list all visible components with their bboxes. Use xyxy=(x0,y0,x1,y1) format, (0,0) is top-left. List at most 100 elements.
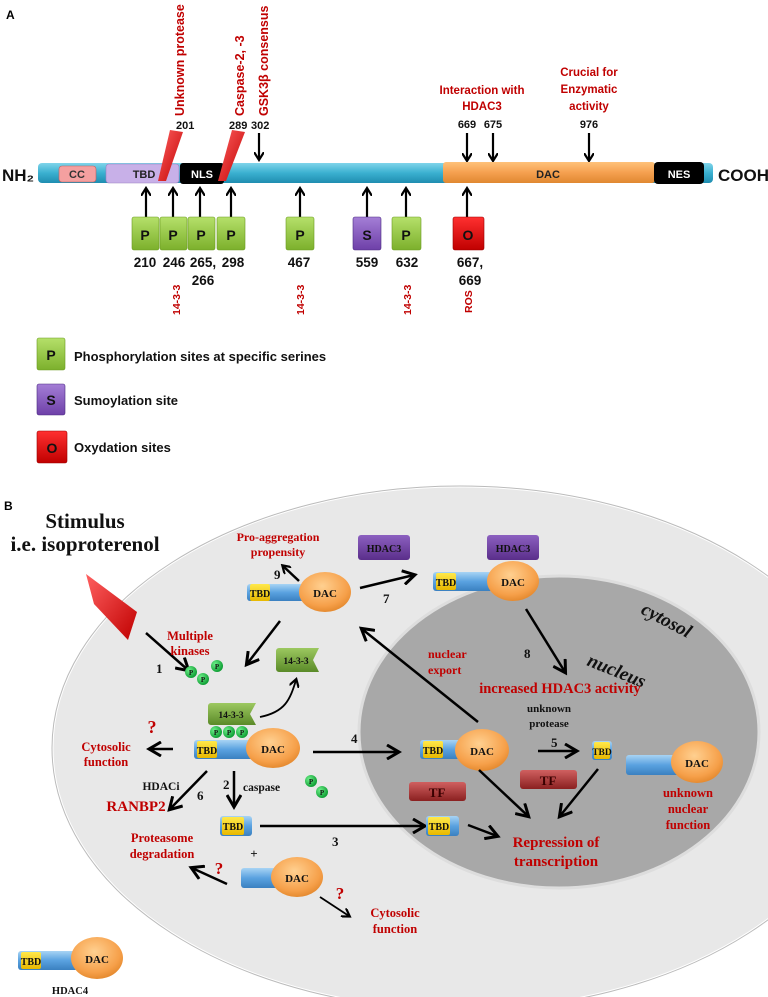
annotation-enzymatic-line2: Enzymatic xyxy=(561,84,618,96)
svg-text:TBD: TBD xyxy=(423,746,444,757)
proteasome-degradation-line1: Proteasome xyxy=(131,831,194,845)
svg-text:TBD: TBD xyxy=(592,748,612,758)
position-302: 302 xyxy=(251,120,269,132)
binder-label-467: 14-3-3 xyxy=(295,284,307,315)
annotation-enzymatic-line3: activity xyxy=(569,101,609,113)
modification-site-667: O xyxy=(452,216,485,251)
cytosolic-function-left-line2: function xyxy=(84,755,129,769)
svg-text:P: P xyxy=(320,789,325,797)
domain-nls-label: NLS xyxy=(191,169,213,181)
position-976: 976 xyxy=(580,119,598,131)
svg-text:TF: TF xyxy=(540,773,557,788)
question-mark-dac-function: ? xyxy=(336,884,345,903)
modification-site-467: P xyxy=(285,216,315,251)
step-4-label: 4 xyxy=(351,731,358,746)
arrow-dac-to-proteasome xyxy=(192,868,228,886)
nuclear-export-line2: export xyxy=(428,663,461,677)
annotation-hdac3-line2: HDAC3 xyxy=(462,101,502,113)
position-559: 559 xyxy=(356,255,379,270)
tbd-fragment-nuclear-left: TBD xyxy=(426,816,459,836)
modification-site-210: P xyxy=(131,216,160,251)
arrow-nuclear-export xyxy=(362,629,479,723)
hdaci-label: HDACi xyxy=(142,781,180,793)
step-2-label: 2 xyxy=(223,777,230,792)
cytosolic-function-right-line1: Cytosolic xyxy=(370,906,420,920)
svg-text:HDAC3: HDAC3 xyxy=(496,544,530,555)
step-1-label: 1 xyxy=(156,661,163,676)
binder-label-632: 14-3-3 xyxy=(402,284,414,315)
ranbp2-label: RANBP2 xyxy=(106,799,165,815)
svg-text:O: O xyxy=(463,227,474,243)
step-6-label: 6 xyxy=(197,788,204,803)
position-289: 289 xyxy=(229,120,247,132)
domain-nes-label: NES xyxy=(668,169,691,181)
free-phosphate-group-1: P P P xyxy=(185,660,223,685)
hdac3-protein-right: HDAC3 xyxy=(487,535,539,560)
arrow-hdac4-to-repression xyxy=(478,769,528,816)
svg-text:P: P xyxy=(295,227,304,243)
stimulus-ligand-icon xyxy=(86,574,137,640)
stimulus-title: Stimulus xyxy=(45,509,124,533)
hdac4-hdac3-complex: TBD DAC xyxy=(433,561,539,601)
domain-cc-label: CC xyxy=(69,169,85,181)
svg-text:TBD: TBD xyxy=(197,746,218,757)
nuclear-export-line1: nuclear xyxy=(428,647,467,661)
arrow-step-6 xyxy=(170,770,208,809)
svg-text:P: P xyxy=(189,669,194,677)
svg-text:14-3-3: 14-3-3 xyxy=(283,657,309,667)
annotation-hdac3-line1: Interaction with xyxy=(440,85,525,97)
position-201: 201 xyxy=(176,120,194,132)
modification-site-265: P xyxy=(187,216,216,251)
tbd-fragment-cytosol: TBD xyxy=(220,816,252,836)
svg-text:DAC: DAC xyxy=(261,744,285,756)
domain-nls xyxy=(180,163,224,184)
cytosolic-function-left-line1: Cytosolic xyxy=(81,740,131,754)
n-terminus-label: NH₂ xyxy=(2,166,34,185)
arrow-dac-to-cytosolic-function xyxy=(319,896,349,916)
stimulus-subtitle: i.e. isoproterenol xyxy=(10,532,159,556)
svg-text:DAC: DAC xyxy=(85,954,109,966)
svg-text:DAC: DAC xyxy=(285,873,309,885)
domain-nes xyxy=(654,162,704,184)
svg-text:TBD: TBD xyxy=(21,957,42,968)
legend-oxidation-text: Oxydation sites xyxy=(74,440,171,455)
arrow-tbd-to-repression xyxy=(560,768,599,816)
svg-text:DAC: DAC xyxy=(470,746,494,758)
dac-fragment-nuclear: DAC xyxy=(626,741,723,783)
repression-line1: Repression of xyxy=(513,835,601,851)
svg-text:HDAC3: HDAC3 xyxy=(367,544,401,555)
svg-text:TF: TF xyxy=(429,785,446,800)
pro-aggregation-line2: propensity xyxy=(251,545,305,559)
hdac4-legend-structure: TBD DAC xyxy=(18,937,123,979)
hdac3-protein-left: HDAC3 xyxy=(358,535,410,560)
svg-text:S: S xyxy=(362,227,371,243)
position-266: 266 xyxy=(192,273,215,288)
svg-text:DAC: DAC xyxy=(685,758,709,770)
legend-oxidation: O Oxydation sites xyxy=(36,430,171,464)
domain-dac xyxy=(443,162,655,183)
modification-site-559: S xyxy=(352,216,382,251)
legend-sumoylation: S Sumoylation site xyxy=(36,383,178,416)
position-246: 246 xyxy=(163,255,186,270)
svg-text:P: P xyxy=(227,729,232,737)
plus-sign: + xyxy=(250,846,257,861)
domain-tbd-label: TBD xyxy=(133,169,156,181)
svg-text:S: S xyxy=(46,392,55,408)
step-8-label: 8 xyxy=(524,646,531,661)
cleavage-label-unknown-protease: Unknown protease xyxy=(173,4,187,116)
step-3-label: 3 xyxy=(332,834,339,849)
position-675: 675 xyxy=(484,119,502,131)
position-298: 298 xyxy=(222,255,245,270)
svg-text:TBD: TBD xyxy=(223,822,244,833)
hdac4-14-3-3-complex: 14-3-3 P P P TBD DAC xyxy=(194,703,300,768)
hdac4-aggregating: TBD DAC xyxy=(247,572,351,612)
cytosolic-function-right-line2: function xyxy=(373,922,418,936)
multiple-kinases-line1: Multiple xyxy=(167,629,213,643)
c-terminus-label: COOH xyxy=(718,166,768,185)
domain-cc xyxy=(58,165,97,183)
position-210: 210 xyxy=(134,255,157,270)
svg-text:P: P xyxy=(46,347,55,363)
cleavage-wedge-201 xyxy=(158,130,183,181)
proteasome-degradation-line2: degradation xyxy=(130,847,195,861)
